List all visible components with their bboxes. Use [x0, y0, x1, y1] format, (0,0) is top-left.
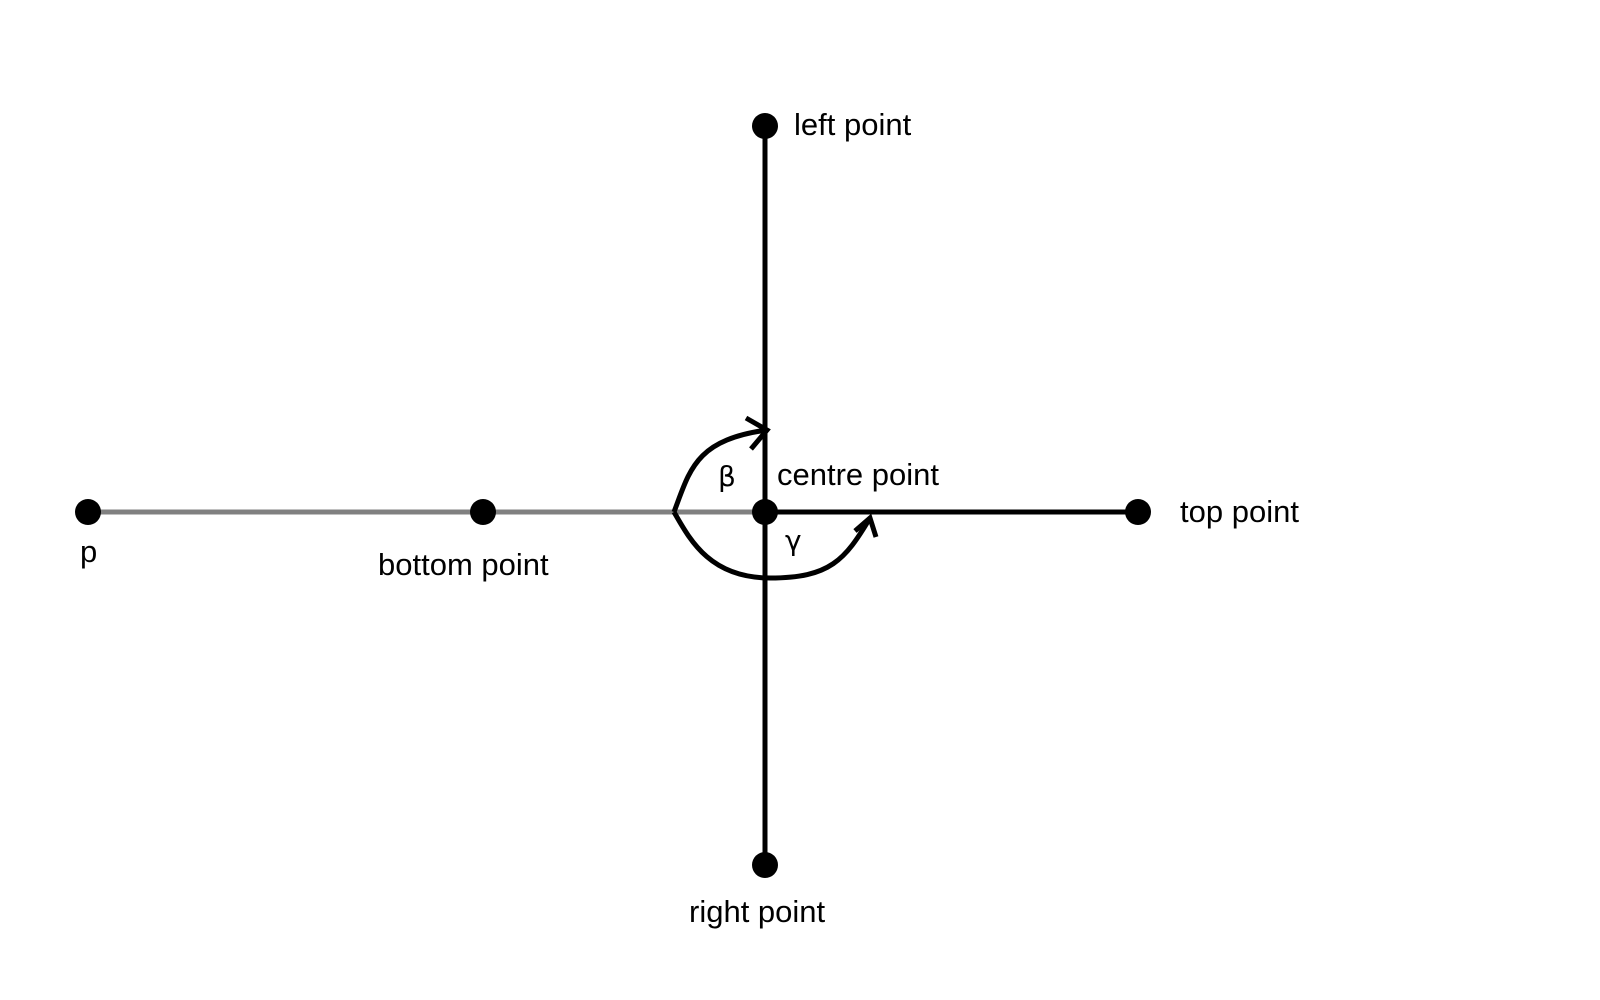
label-right-point: right point	[689, 894, 826, 929]
label-bottom-point: bottom point	[378, 547, 549, 582]
label-centre-point: centre point	[777, 457, 939, 492]
beta-arrowhead	[744, 415, 771, 451]
label-gamma: γ	[785, 524, 802, 557]
label-top-point: top point	[1180, 494, 1299, 529]
point-centre	[752, 499, 778, 525]
beta-arc	[671, 427, 768, 513]
point-top	[1125, 499, 1151, 525]
label-p: p	[80, 534, 97, 569]
point-bottom	[470, 499, 496, 525]
gamma-arrowhead	[853, 513, 879, 538]
point-p	[75, 499, 101, 525]
point-left	[752, 113, 778, 139]
point-right	[752, 852, 778, 878]
label-beta: β	[718, 460, 736, 493]
gamma-arc	[671, 510, 873, 581]
label-left-point: left point	[794, 107, 912, 142]
